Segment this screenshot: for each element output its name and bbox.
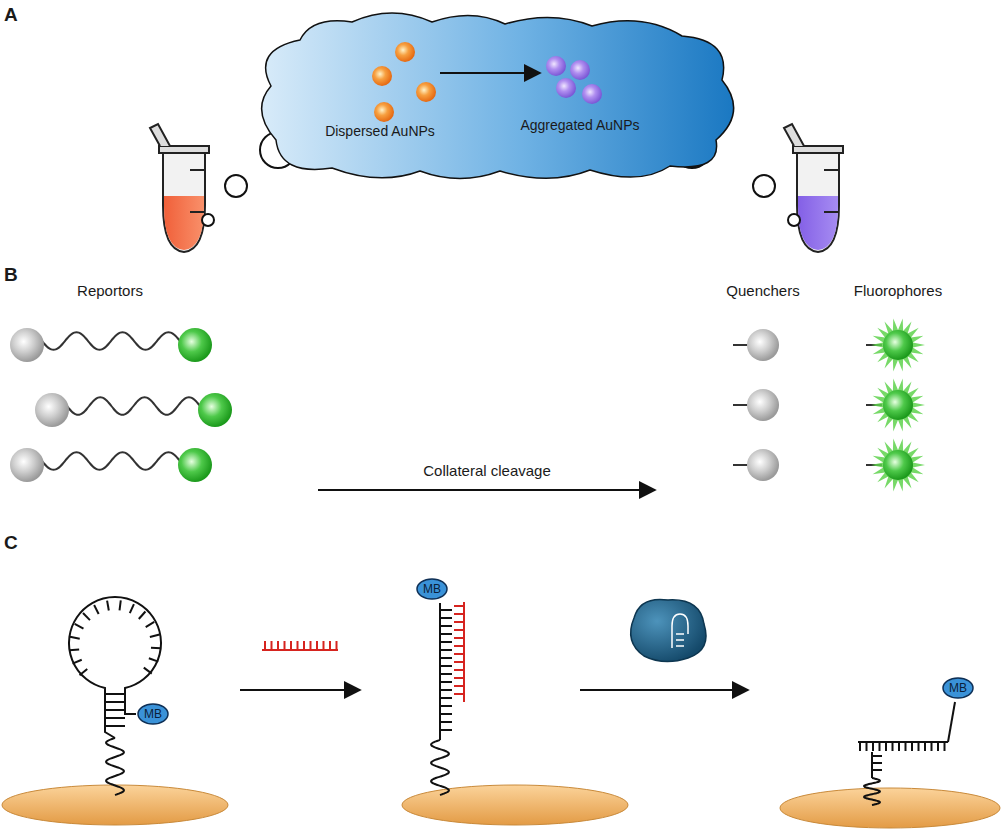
caption-label: Fluorophores (854, 282, 942, 299)
methylene-blue-tag: MB (416, 578, 448, 600)
panel-letter: B (4, 264, 18, 286)
caption-label: Collateral cleavage (423, 462, 551, 479)
cloud-shape (255, 5, 745, 190)
electrodes (2, 785, 1000, 828)
panel-letter: A (4, 4, 18, 26)
arrow (240, 689, 360, 691)
methylene-blue-tag: MB (137, 703, 169, 725)
tube-right (784, 124, 843, 252)
thought-cloud: Dispersed AuNPs Aggregated AuNPs (255, 5, 745, 190)
dna-probes (69, 597, 955, 805)
cas-protein (631, 599, 706, 661)
methylene-blue-tag: MB (942, 677, 974, 699)
caption-label: Reportors (77, 282, 143, 299)
tag-label: MB (144, 707, 162, 721)
particle-label: Aggregated AuNPs (520, 117, 639, 133)
tube-left (150, 124, 209, 252)
cleavage-arrow (318, 489, 655, 491)
reporters (10, 328, 232, 482)
arrow (580, 689, 748, 691)
particle-label: Dispersed AuNPs (325, 123, 435, 139)
cleaved-products (733, 318, 925, 491)
tag-label: MB (949, 681, 967, 695)
caption-label: Quenchers (726, 282, 799, 299)
panel-letter: C (4, 532, 18, 554)
tag-label: MB (423, 582, 441, 596)
